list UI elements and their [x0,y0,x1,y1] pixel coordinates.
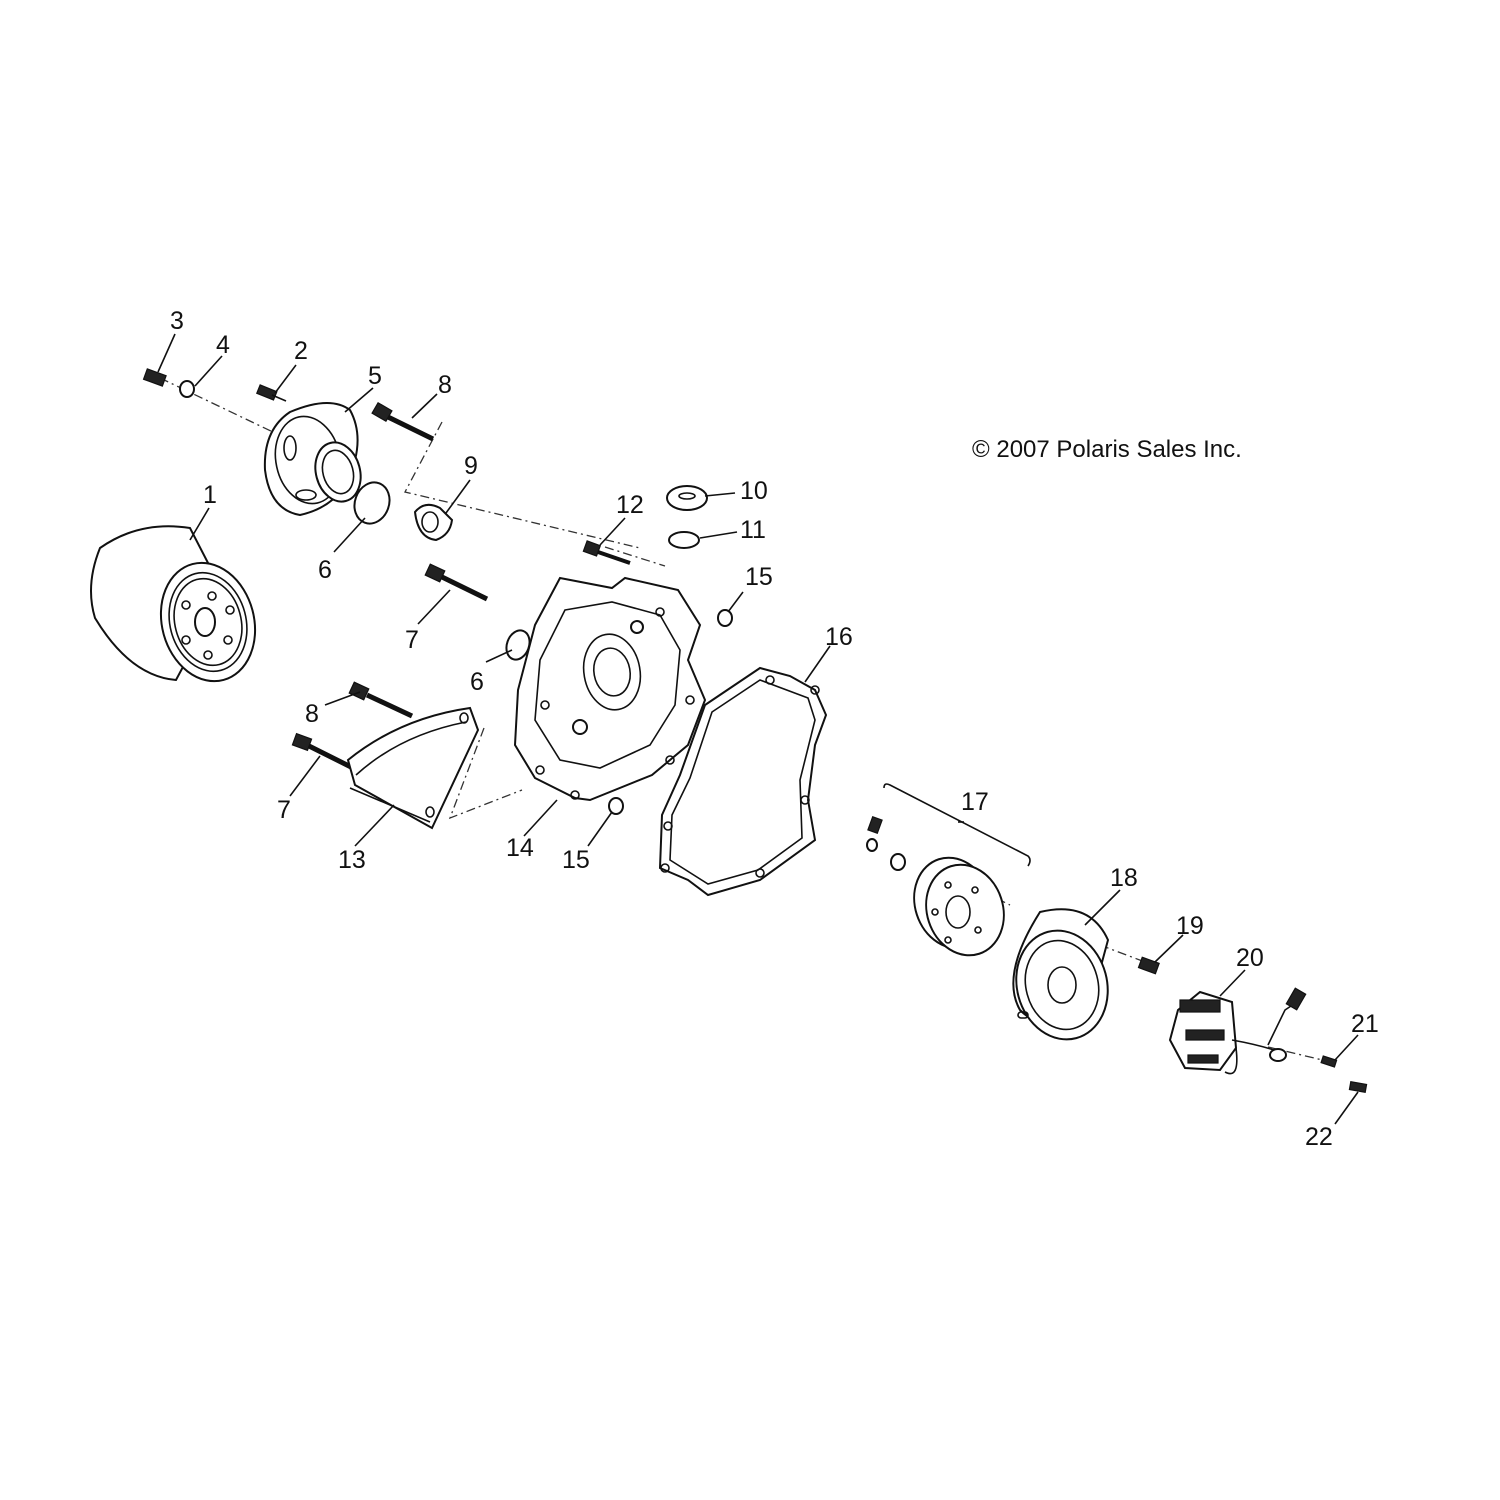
dowel-part-15-lower [608,797,624,815]
callout-15-lower: 15 [562,846,590,874]
crankcase-cover-part-14 [513,576,707,802]
callout-7-lower: 7 [277,796,291,824]
copyright-notice: © 2007 Polaris Sales Inc. [972,436,1242,463]
callout-21: 21 [1351,1010,1379,1038]
bolt-part-8-lower [348,681,414,719]
rotor-part-18 [1012,908,1110,1041]
callout-numbers: 1 2 3 4 5 6 6 7 7 8 8 9 10 11 12 13 14 1… [170,307,1379,1151]
screw-part-19 [1137,956,1160,975]
callout-8-upper: 8 [438,371,452,399]
o-ring-part-11 [668,531,700,549]
callout-16: 16 [825,623,853,651]
filter-adapter-part-5 [263,401,362,517]
callout-1: 1 [203,481,217,509]
screw-part-21 [1320,1055,1338,1068]
callout-17: 17 [961,788,989,816]
callout-3: 3 [170,307,184,335]
callout-2: 2 [294,337,308,365]
callout-6-upper: 6 [318,556,332,584]
screw-part-3 [142,368,167,387]
cap-part-10 [666,485,708,511]
callout-18: 18 [1110,864,1138,892]
callout-19: 19 [1176,912,1204,940]
gasket-part-9 [413,503,454,542]
callout-4: 4 [216,331,230,359]
callout-15-upper: 15 [745,563,773,591]
callout-9: 9 [464,452,478,480]
oil-filter-part-1 [90,525,257,683]
o-ring-part-6-upper [353,481,391,525]
callout-6-lower: 6 [470,668,484,696]
callout-12: 12 [616,491,644,519]
callout-8-lower: 8 [305,700,319,728]
dowel-part-15-upper [717,609,733,627]
callout-14: 14 [506,834,534,862]
stator-part-20 [1168,987,1307,1075]
bolt-part-8-upper [371,401,435,442]
callout-leaders [157,333,1359,1125]
callout-5: 5 [368,362,382,390]
callout-13: 13 [338,846,366,874]
callout-20: 20 [1236,944,1264,972]
callout-22: 22 [1305,1123,1333,1151]
bolt-part-12 [582,540,631,565]
cover-plate-part-13 [346,706,480,830]
callout-7-upper: 7 [405,626,419,654]
bolt-part-7-upper [424,563,489,602]
screw-part-2 [256,384,287,402]
screw-part-22 [1348,1080,1368,1094]
flywheel-assembly-part-17 [866,783,1031,957]
bolt-part-7-lower [291,732,355,771]
gasket-part-16 [658,666,828,897]
callout-11: 11 [740,516,766,544]
washer-part-4 [179,380,195,398]
callout-10: 10 [740,477,768,505]
